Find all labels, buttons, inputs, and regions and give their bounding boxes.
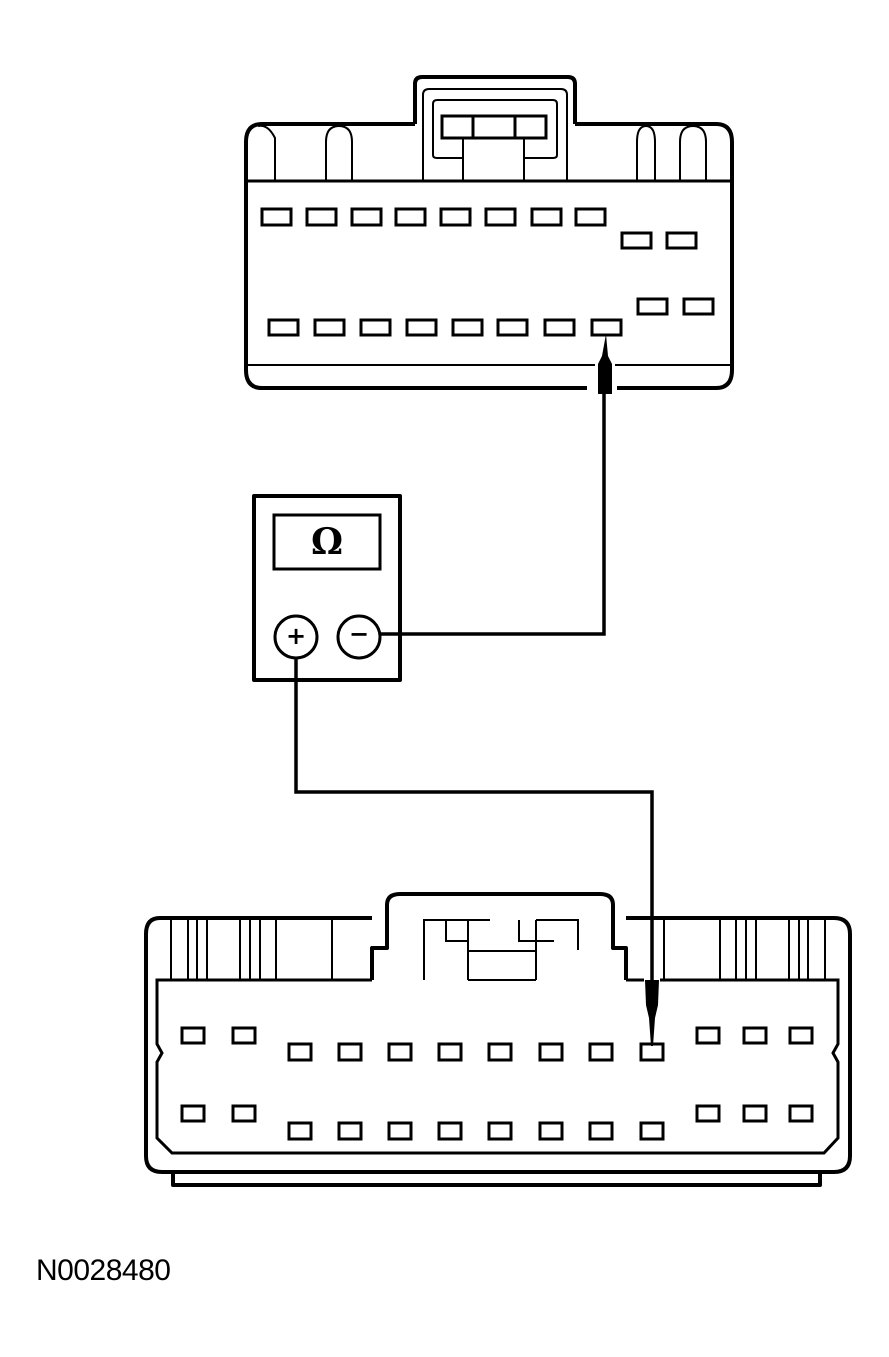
upper-probed-pin (590, 318, 623, 337)
lower-probe-tip (645, 980, 659, 1046)
negative-lead (380, 394, 606, 636)
negative-terminal: − (348, 620, 370, 648)
ohmmeter (252, 494, 402, 682)
ohm-symbol: Ω (310, 521, 344, 563)
upper-pin-row-2 (267, 297, 715, 337)
lower-pin-row-2 (180, 1104, 814, 1141)
figure-id-label: N0028480 (36, 1254, 171, 1287)
positive-lead (294, 658, 654, 990)
test-leads (294, 394, 654, 990)
upper-connector (244, 75, 734, 394)
lower-pin-row-1 (180, 1026, 814, 1062)
lower-probed-pin (639, 1042, 665, 1062)
positive-terminal: + (285, 622, 307, 650)
upper-pin-row-1 (260, 207, 698, 250)
upper-probe-tip (598, 334, 612, 394)
lower-connector (144, 892, 852, 1187)
